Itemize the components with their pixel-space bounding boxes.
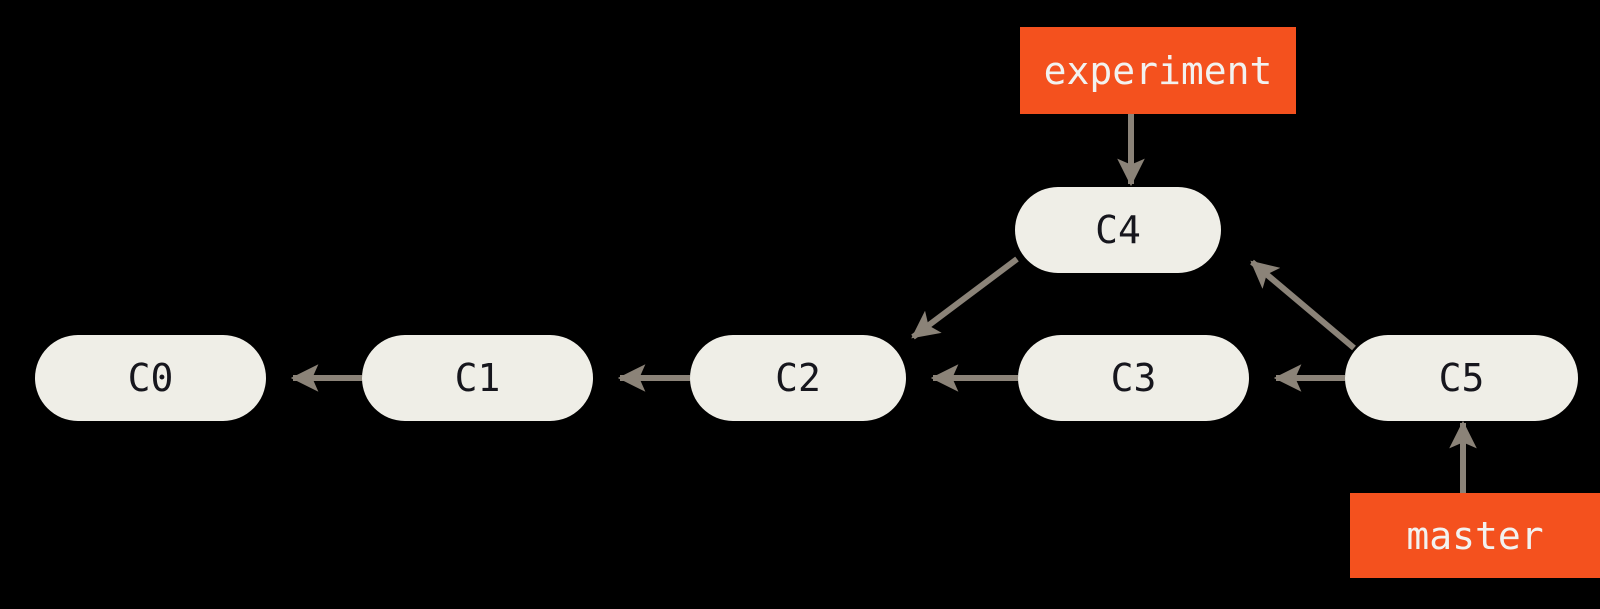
commit-node-c2[interactable]: C2 <box>690 335 906 421</box>
commit-label-c3: C3 <box>1110 356 1157 400</box>
branch-label-master-text: master <box>1406 513 1544 558</box>
commit-label-c0: C0 <box>127 356 174 400</box>
commit-label-c2: C2 <box>775 356 821 400</box>
commit-node-c0[interactable]: C0 <box>35 335 266 421</box>
commit-label-c1: C1 <box>454 356 501 400</box>
edge-c4-to-c2 <box>911 256 1019 340</box>
commit-label-c4: C4 <box>1095 208 1141 252</box>
branch-label-master[interactable]: master <box>1350 493 1600 578</box>
commit-node-c3[interactable]: C3 <box>1018 335 1249 421</box>
edge-c5-to-c4 <box>1250 259 1356 351</box>
commit-node-c1[interactable]: C1 <box>362 335 593 421</box>
commit-node-c4[interactable]: C4 <box>1015 187 1221 273</box>
commit-label-c5: C5 <box>1438 356 1485 400</box>
branch-label-experiment-text: experiment <box>1043 48 1273 93</box>
branch-label-experiment[interactable]: experiment <box>1020 27 1296 114</box>
commit-node-c5[interactable]: C5 <box>1345 335 1578 421</box>
